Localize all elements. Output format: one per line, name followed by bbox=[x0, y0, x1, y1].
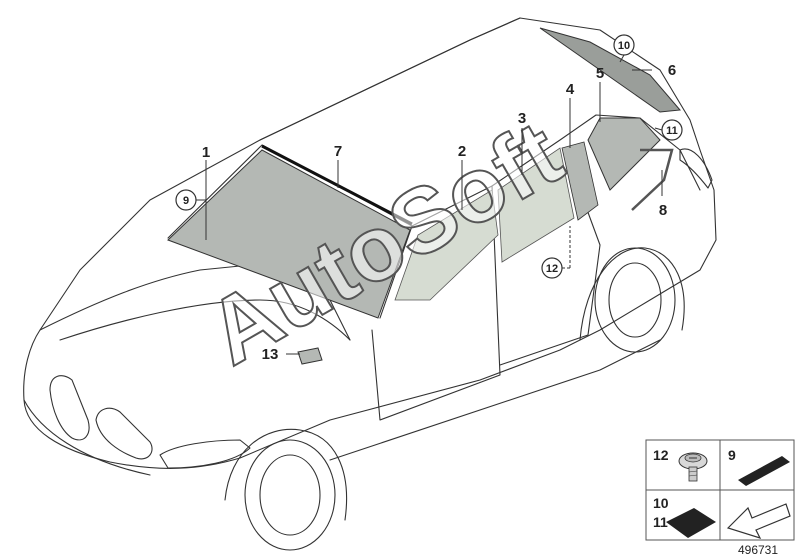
callout-13: 13 bbox=[262, 346, 279, 363]
callout-10: 10 bbox=[618, 40, 630, 52]
windscreen-seal bbox=[261, 144, 413, 226]
rear-wheel bbox=[594, 247, 676, 353]
legend-12: 12 bbox=[653, 447, 669, 463]
headlight bbox=[159, 439, 251, 469]
front-door-glass bbox=[394, 189, 499, 301]
front-door-line bbox=[371, 185, 501, 421]
screw-icon bbox=[678, 452, 708, 482]
grille-left bbox=[49, 375, 90, 441]
arrow-icon bbox=[726, 503, 791, 539]
rear-door-glass bbox=[497, 147, 575, 263]
front-wheel bbox=[244, 439, 336, 551]
front-wheel-arch bbox=[224, 428, 348, 521]
strip-icon bbox=[738, 456, 790, 486]
callout-5: 5 bbox=[596, 65, 604, 82]
legend-9: 9 bbox=[728, 447, 736, 463]
callout-6: 6 bbox=[668, 62, 676, 79]
callout-4: 4 bbox=[566, 81, 575, 98]
callout-7: 7 bbox=[334, 143, 342, 160]
callouts: 1 2 3 4 5 6 7 8 9 10 11 12 bbox=[175, 34, 683, 363]
pad-icon bbox=[666, 508, 716, 538]
glass-parts bbox=[167, 27, 682, 365]
window-seal-strip bbox=[631, 148, 674, 211]
hood-line bbox=[39, 261, 351, 341]
rear-wheel-rim bbox=[608, 262, 662, 338]
callout-1: 1 bbox=[202, 144, 210, 161]
legend-box: 12 9 10 11 bbox=[645, 439, 795, 541]
callout-12: 12 bbox=[546, 263, 558, 275]
rear-window-glass bbox=[539, 27, 682, 113]
grille-right bbox=[95, 407, 153, 460]
callout-8: 8 bbox=[659, 202, 667, 219]
rear-side-window-glass bbox=[587, 117, 661, 191]
hood-clip bbox=[297, 347, 323, 365]
rear-door-quarter-glass bbox=[561, 141, 599, 221]
sill-line bbox=[329, 339, 661, 461]
rear-wheel-arch bbox=[579, 247, 685, 341]
roof-line bbox=[259, 17, 521, 141]
tail-light bbox=[679, 148, 713, 189]
front-wheel-rim bbox=[259, 454, 321, 536]
callout-3: 3 bbox=[518, 110, 526, 127]
callout-2: 2 bbox=[458, 143, 466, 160]
callout-11: 11 bbox=[666, 125, 678, 137]
callout-9: 9 bbox=[183, 195, 189, 207]
legend-11: 11 bbox=[653, 514, 668, 530]
hood-crease bbox=[59, 299, 351, 341]
front-bumper bbox=[23, 399, 151, 476]
windscreen-glass bbox=[167, 149, 411, 319]
diagram-number: 496731 bbox=[738, 543, 778, 557]
legend-10: 10 bbox=[653, 495, 669, 511]
